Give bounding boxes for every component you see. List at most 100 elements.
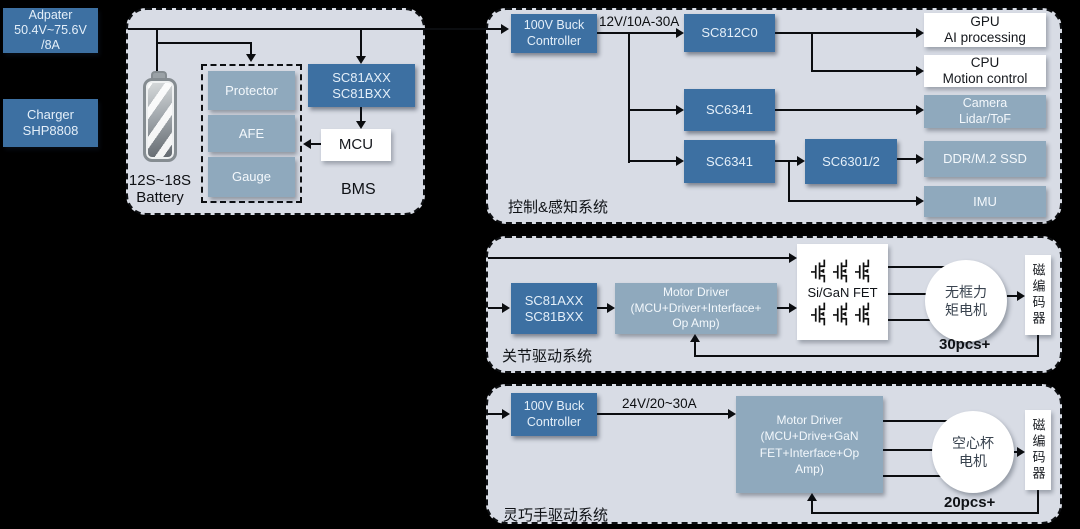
gpu-line2: AI processing bbox=[944, 30, 1026, 45]
joint-motor-line1: 无框力 bbox=[945, 283, 987, 300]
sc6341-label-1: SC6341 bbox=[706, 102, 753, 118]
connector bbox=[250, 42, 252, 54]
frameless-torque-motor: 无框力 矩电机 bbox=[925, 260, 1007, 342]
charger-part-number: SHP8808 bbox=[22, 123, 79, 138]
connector bbox=[628, 32, 676, 34]
hand-buck-line2: Controller bbox=[526, 414, 582, 429]
arrow bbox=[916, 105, 924, 115]
connector bbox=[1037, 490, 1039, 514]
mosfet-icon bbox=[855, 259, 870, 282]
connector bbox=[811, 32, 813, 72]
protector-block: Protector bbox=[208, 71, 295, 110]
arrow bbox=[502, 303, 510, 313]
connector bbox=[156, 28, 158, 78]
connector bbox=[883, 475, 955, 477]
hand-driver-line3: FET+Interface+Op bbox=[759, 445, 860, 460]
arrow bbox=[501, 24, 509, 34]
connector bbox=[811, 501, 813, 514]
connector bbox=[628, 160, 676, 162]
joint-ic-line2: SC81BXX bbox=[524, 308, 584, 324]
hand-rail-label: 24V/20~30A bbox=[622, 396, 697, 411]
control-buck-line1: 100V Buck bbox=[523, 18, 585, 33]
mosfet-icon bbox=[833, 302, 848, 325]
control-section-label: 控制&感知系统 bbox=[508, 199, 609, 216]
control-rail-label: 12V/10A-30A bbox=[599, 14, 680, 29]
mosfet-icon bbox=[855, 302, 870, 325]
arrow bbox=[789, 303, 797, 313]
hand-motor-driver-block: Motor Driver (MCU+Drive+GaN FET+Interfac… bbox=[736, 396, 883, 493]
hand-driver-line1: Motor Driver bbox=[776, 413, 843, 428]
arrow bbox=[789, 253, 797, 263]
cpu-block: CPU Motion control bbox=[924, 55, 1046, 87]
bms-afe-ic-line2: SC81BXX bbox=[332, 85, 391, 101]
connector bbox=[775, 109, 916, 111]
protection-group-box bbox=[201, 64, 302, 203]
charger-block: Charger SHP8808 bbox=[3, 99, 98, 147]
battery-icon bbox=[143, 78, 177, 162]
connector bbox=[775, 160, 797, 162]
imu-label: IMU bbox=[973, 193, 997, 209]
imu-block: IMU bbox=[924, 186, 1046, 217]
joint-count-label: 30pcs+ bbox=[939, 336, 991, 353]
connector bbox=[788, 200, 916, 202]
hand-driver-line2: (MCU+Drive+GaN bbox=[760, 429, 859, 444]
connector bbox=[1037, 335, 1039, 357]
coreless-cup-motor: 空心杯 电机 bbox=[932, 411, 1014, 493]
cpu-line1: CPU bbox=[970, 54, 1000, 70]
hand-motor-line2: 电机 bbox=[959, 453, 987, 469]
connector bbox=[488, 257, 789, 259]
connector bbox=[488, 307, 502, 309]
control-buck-line2: Controller bbox=[526, 33, 582, 48]
adapter-block: Adpater 50.4V~75.6V /8A bbox=[3, 8, 98, 53]
battery-icon-terminal bbox=[151, 71, 167, 80]
mosfet-icon bbox=[811, 302, 826, 325]
camera-lidar-block: Camera Lidar/ToF bbox=[924, 95, 1046, 128]
afe-block: AFE bbox=[208, 115, 295, 152]
connector bbox=[888, 319, 950, 321]
joint-driver-line3: Op Amp) bbox=[672, 316, 720, 331]
connector bbox=[775, 32, 916, 34]
control-buck-controller-block: 100V Buck Controller bbox=[511, 14, 597, 53]
protector-label: Protector bbox=[225, 82, 278, 98]
connector bbox=[488, 413, 502, 415]
joint-ic-line1: SC81AXX bbox=[524, 292, 584, 308]
arrow bbox=[676, 105, 684, 115]
hand-magnetic-encoder: 磁编码器 bbox=[1025, 410, 1051, 490]
arrow bbox=[728, 409, 736, 419]
connector bbox=[888, 293, 950, 295]
gauge-block: Gauge bbox=[208, 157, 295, 197]
adapter-title: Adpater bbox=[28, 7, 73, 22]
camera-line2: Lidar/ToF bbox=[958, 111, 1012, 126]
arrow bbox=[246, 54, 256, 62]
fet-row-bottom bbox=[811, 301, 874, 327]
connector bbox=[811, 512, 1039, 514]
sc812c0-label: SC812C0 bbox=[701, 25, 758, 41]
connector bbox=[694, 355, 1039, 357]
arrow bbox=[676, 156, 684, 166]
sc6341-label-2: SC6341 bbox=[706, 153, 753, 169]
sc812c0-block: SC812C0 bbox=[684, 14, 775, 52]
hand-buck-line1: 100V Buck bbox=[523, 399, 585, 414]
joint-driver-line1: Motor Driver bbox=[662, 285, 729, 300]
si-gan-fet-block: Si/GaN FET bbox=[797, 244, 888, 340]
gpu-block: GPU AI processing bbox=[924, 13, 1046, 47]
connector bbox=[597, 307, 607, 309]
adapter-current: /8A bbox=[41, 38, 60, 53]
connector bbox=[628, 32, 630, 163]
connector bbox=[788, 160, 790, 202]
arrow bbox=[916, 196, 924, 206]
connector bbox=[883, 449, 955, 451]
ddr-ssd-label: DDR/M.2 SSD bbox=[943, 151, 1027, 167]
connector bbox=[156, 42, 252, 44]
joint-magnetic-encoder: 磁编码器 bbox=[1025, 255, 1051, 335]
arrow bbox=[1017, 291, 1025, 301]
bms-afe-ic-line1: SC81AXX bbox=[332, 69, 391, 85]
battery-word: Battery bbox=[136, 189, 184, 207]
hand-buck-controller-block: 100V Buck Controller bbox=[511, 393, 597, 436]
arrow bbox=[916, 154, 924, 164]
connector bbox=[777, 307, 789, 309]
camera-line1: Camera bbox=[962, 96, 1008, 111]
connector bbox=[311, 143, 321, 145]
arrow bbox=[916, 28, 924, 38]
